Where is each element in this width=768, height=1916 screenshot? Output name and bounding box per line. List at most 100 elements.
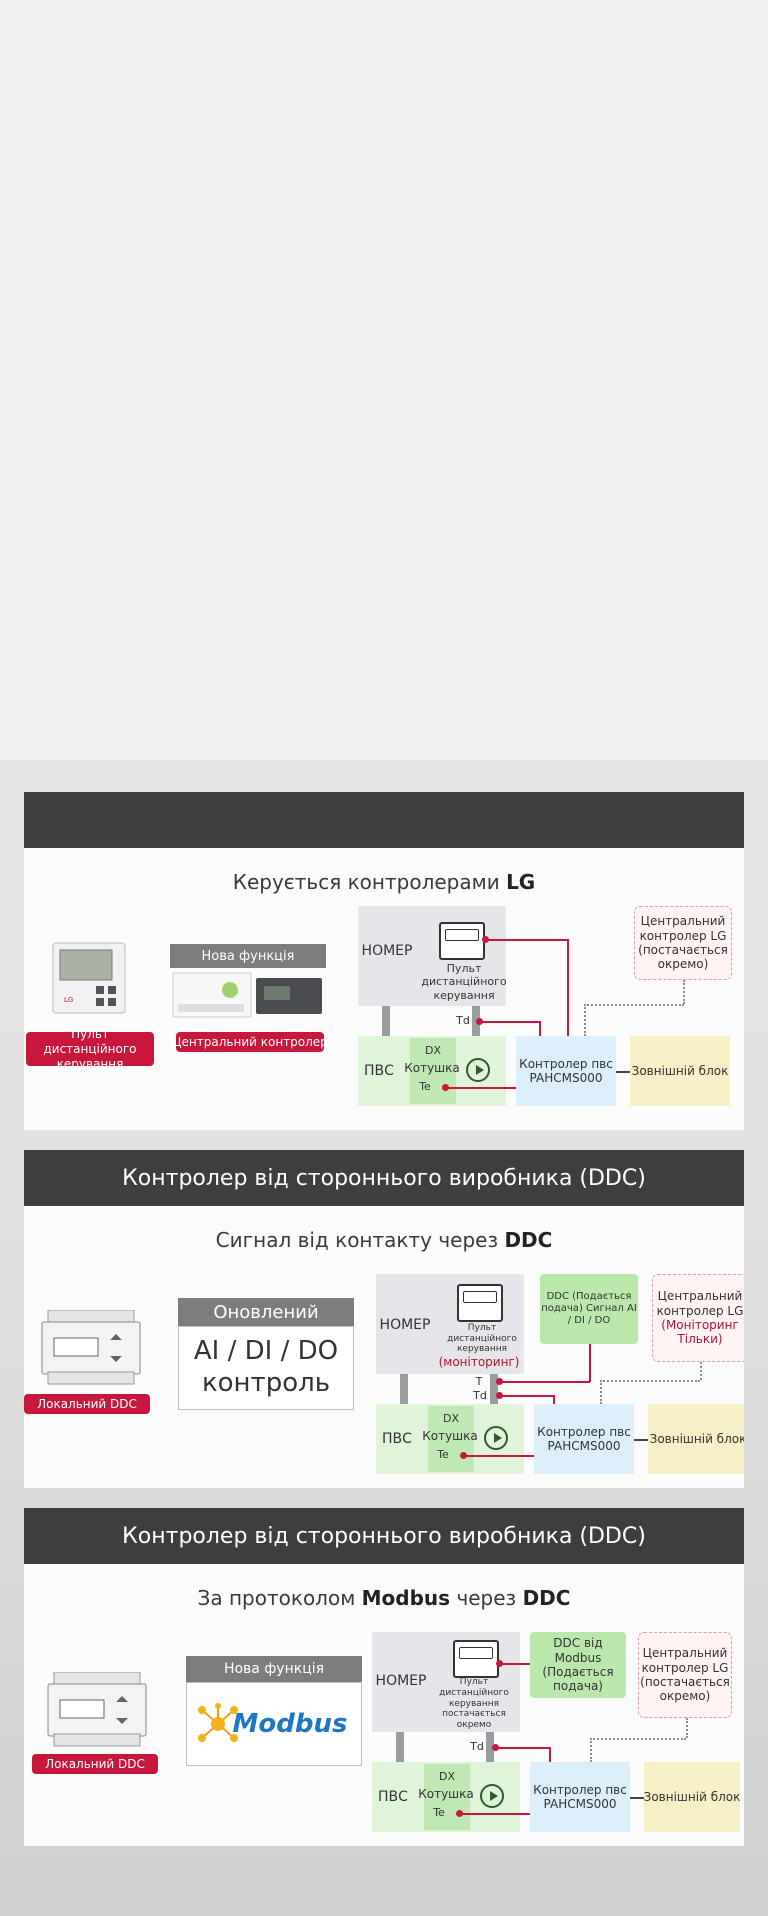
coil-label: Котушка [422, 1428, 478, 1443]
conn-dot [476, 1018, 483, 1025]
ddc-modbus-box: DDC від Modbus (Подається подача) [530, 1632, 626, 1698]
modbus-logo-icon [198, 1703, 238, 1742]
modbus-logo-text: Modbus [232, 1709, 348, 1740]
conn-line [553, 1395, 555, 1404]
pipe-right [490, 1374, 498, 1404]
dx-label: DX [438, 1770, 455, 1784]
central-controller-dashed-box: Центральний контролер LG (Моніторинг Тіл… [652, 1274, 744, 1362]
room-remote-label: Пульт дистанційного керування [447, 1322, 517, 1355]
t-label: T [475, 1375, 483, 1389]
pipe-left [396, 1732, 404, 1762]
room-label: НОМЕР [375, 1672, 427, 1689]
pipe-left [382, 1006, 390, 1036]
ddc-signal-box: DDC (Подається подача) Сигнал AI / DI / … [540, 1274, 638, 1344]
conn-dot [442, 1084, 449, 1091]
aidido-box [178, 1326, 354, 1410]
fan-icon [484, 1426, 508, 1450]
panel-subtitle: Керується контролерами LG [232, 870, 536, 894]
pipe-left [400, 1374, 408, 1404]
dashed-line [600, 1380, 700, 1382]
central-controller-dashed-box: Центральний контролер LG (постачається о… [634, 906, 732, 980]
te-label: Te [419, 1080, 431, 1094]
central-controller-device [172, 972, 322, 1018]
coil-box [428, 1406, 474, 1472]
conn-line [630, 1797, 644, 1799]
conn-line [549, 1747, 551, 1762]
new-feature-badge: Нова функція [186, 1656, 362, 1682]
dx-label: DX [442, 1412, 459, 1426]
conn-line [446, 1087, 516, 1089]
dashed-line [584, 1004, 684, 1006]
coil-box [410, 1038, 456, 1104]
conn-dot [460, 1452, 467, 1459]
pvs-label: ПВС [364, 1062, 394, 1079]
dashed-line [700, 1362, 702, 1380]
panel-subtitle: За протоколом Modbus через DDC [197, 1586, 571, 1610]
te-label: Te [433, 1806, 445, 1820]
conn-line [500, 1381, 590, 1383]
new-feature-badge: Нова функція [170, 944, 326, 968]
dashed-line [683, 980, 685, 1004]
conn-line [486, 939, 568, 941]
conn-line [480, 1021, 540, 1023]
central-controller-dashed-box: Центральний контролер LG (постачається о… [638, 1632, 732, 1718]
coil-box [424, 1764, 470, 1830]
conn-dot [496, 1392, 503, 1399]
aidido-line2: контроль [201, 1368, 331, 1399]
pvs-label: ПВС [378, 1788, 408, 1805]
dashed-line [590, 1738, 592, 1762]
controller-box: Контролер пвс PAHCMS000 [534, 1404, 634, 1474]
controller-box: Контролер пвс PAHCMS000 [530, 1762, 630, 1832]
wall-remote-device: LG [52, 942, 126, 1014]
updated-badge: Оновлений [178, 1298, 354, 1326]
pvs-label: ПВС [382, 1430, 412, 1447]
conn-line [464, 1455, 534, 1457]
outdoor-unit-box: Зовнішній блок [648, 1404, 744, 1474]
te-label: Te [437, 1448, 449, 1462]
room-label: НОМЕР [379, 1316, 431, 1333]
conn-dot [492, 1744, 499, 1751]
dashed-line [600, 1380, 602, 1404]
pipe-right [486, 1732, 494, 1762]
conn-line [500, 1663, 530, 1665]
conn-line [634, 1439, 648, 1441]
local-ddc-label: Локальний DDC [32, 1754, 158, 1774]
local-ddc-device [47, 1672, 147, 1747]
panel-header [24, 792, 744, 848]
td-label: Td [473, 1389, 487, 1403]
td-label: Td [456, 1014, 470, 1028]
panel-modbus: Контролер від стороннього виробника (DDC… [24, 1508, 744, 1846]
panel-subtitle: Сигнал від контакту через DDC [215, 1228, 553, 1252]
remote-label: Пульт дистанційного керування [26, 1027, 154, 1071]
panel-lg-controllers: Керується контролерами LG LG Пульт диста… [24, 792, 744, 1130]
conn-line [616, 1071, 630, 1073]
room-remote-label: Пульт дистанційного керування постачаєть… [439, 1677, 509, 1731]
conn-dot [482, 936, 489, 943]
td-label: Td [470, 1740, 484, 1754]
central-controller-label: Центральний контролер [172, 1032, 328, 1052]
conn-line [589, 1344, 591, 1382]
svg-text:LG: LG [64, 996, 73, 1004]
coil-label: Котушка [404, 1060, 460, 1075]
monitoring-label: (моніторинг) [438, 1354, 520, 1369]
dx-label: DX [424, 1044, 441, 1058]
room-remote-icon [439, 922, 485, 960]
panel-ddc-contact: Контролер від стороннього виробника (DDC… [24, 1150, 744, 1488]
conn-line [500, 1395, 554, 1397]
dashed-line [584, 1004, 586, 1036]
conn-dot [496, 1378, 503, 1385]
aidido-line1: AI / DI / DO [193, 1336, 339, 1367]
outdoor-unit-box: Зовнішній блок [630, 1036, 730, 1106]
conn-line [460, 1813, 530, 1815]
panel-header: Контролер від стороннього виробника (DDC… [24, 1508, 744, 1564]
local-ddc-device [41, 1310, 141, 1385]
dashed-line [590, 1738, 686, 1740]
conn-line [496, 1747, 550, 1749]
conn-dot [496, 1660, 503, 1667]
fan-icon [466, 1058, 490, 1082]
room-remote-icon [453, 1640, 499, 1678]
conn-dot [456, 1810, 463, 1817]
central-label: Центральний контролер LG [656, 1289, 744, 1318]
coil-label: Котушка [418, 1786, 474, 1801]
outdoor-unit-box: Зовнішній блок [644, 1762, 740, 1832]
